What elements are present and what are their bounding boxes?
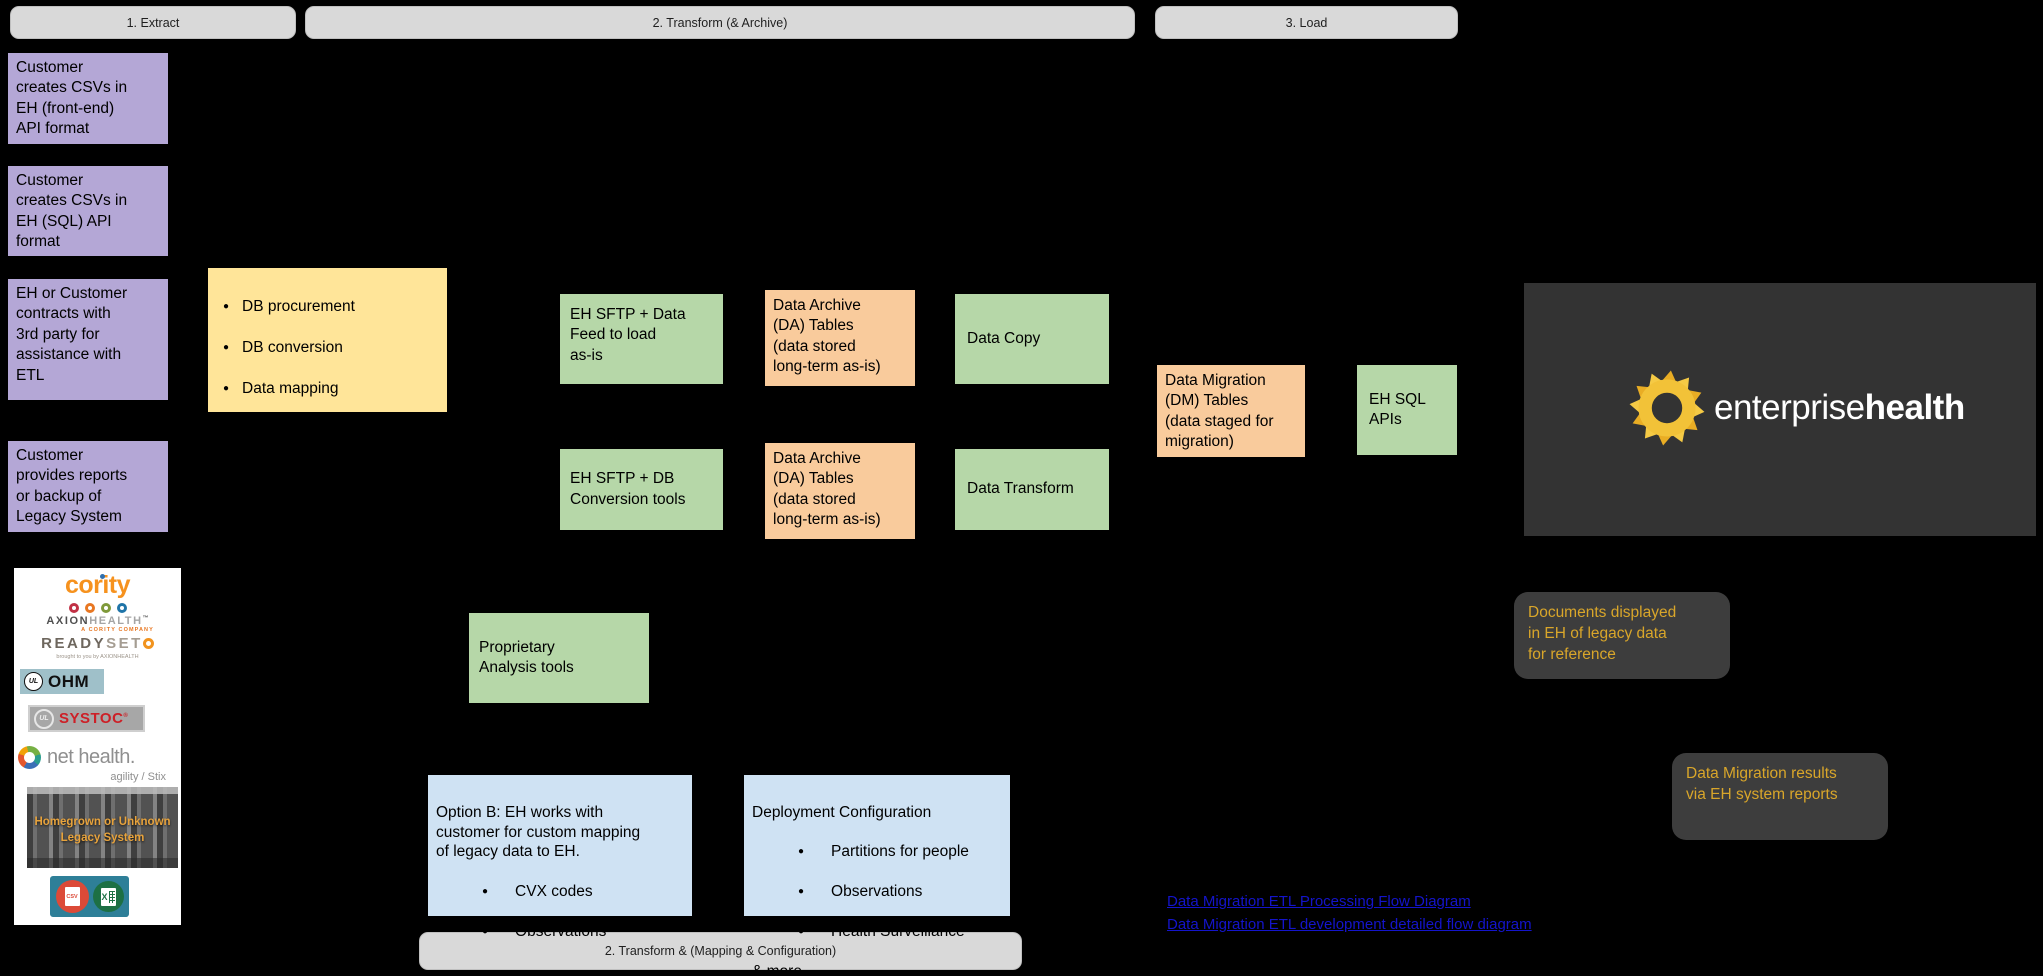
list-item-label: Health Surveillance xyxy=(831,923,965,941)
list-item: Health Surveillance xyxy=(752,922,1002,942)
net-health-sub-brand: agility / Stix xyxy=(110,771,166,783)
phase-header-transform-archive: 2. Transform (& Archive) xyxy=(305,6,1135,39)
list-item-label: Observations xyxy=(831,883,923,901)
list-item: Data validation assistance xyxy=(216,461,439,502)
readyset-logo: READYSET xyxy=(14,635,181,652)
ul-mark-icon: UL xyxy=(34,708,54,729)
cority-logo: cority xyxy=(64,571,131,599)
list-item-label: Observations xyxy=(515,922,607,940)
archive-box-da-tables-1: Data Archive (DA) Tables (data stored lo… xyxy=(765,290,915,386)
list-item-label: Data transform xyxy=(242,421,345,439)
list-item: DB conversion xyxy=(216,338,439,358)
option-b-text: Option B: EH works with customer for cus… xyxy=(436,803,641,861)
list-item: Partitions for people xyxy=(752,842,1002,862)
net-health-text: net health. xyxy=(47,746,135,768)
health-text: HEALTH xyxy=(89,615,143,627)
mapping-box-deployment-config: Deployment Configuration Partitions for … xyxy=(744,775,1010,976)
list-item: DB procurement xyxy=(216,297,439,317)
enterprise-health-wordmark: enterprisehealth xyxy=(1714,388,1965,428)
enterprise-health-logo: enterprisehealth xyxy=(1628,369,1965,447)
mapping-box-option-b: Option B: EH works with customer for cus… xyxy=(428,775,692,940)
axion-health-dots-icon xyxy=(28,603,168,613)
deployment-config-footer: & more xyxy=(752,962,802,976)
list-item: Data mapping xyxy=(216,379,439,399)
enterprise-health-panel: enterprisehealth xyxy=(1524,283,2036,536)
transform-box-sftp-feed: EH SFTP + Data Feed to load as-is xyxy=(560,294,723,384)
readyset-target-icon xyxy=(142,638,154,649)
etl-services-note: DB procurement DB conversion Data mappin… xyxy=(208,268,447,500)
ul-mark-icon: UL xyxy=(24,672,43,691)
axion-text: AXION xyxy=(46,615,90,627)
set-text: SET xyxy=(106,635,143,652)
file-formats-block: CSV X xyxy=(50,876,129,917)
cority-i-dot-icon xyxy=(100,574,105,579)
list-item: Observations xyxy=(752,882,1002,902)
list-item-label: DB conversion xyxy=(242,339,343,357)
load-box-sql-apis: EH SQL APIs xyxy=(1357,365,1457,455)
extract-box-third-party: EH or Customer contracts with 3rd party … xyxy=(8,279,168,400)
transform-box-data-transform: Data Transform xyxy=(955,449,1109,530)
note-documents-displayed: Documents displayed in EH of legacy data… xyxy=(1514,592,1730,679)
note-migration-results: Data Migration results via EH system rep… xyxy=(1672,753,1888,840)
link-etl-processing-flow-diagram[interactable]: Data Migration ETL Processing Flow Diagr… xyxy=(1167,893,1471,910)
axion-tagline: A CORITY COMPANY xyxy=(81,627,154,633)
readyset-tagline: brought to you by AXIONHEALTH xyxy=(56,654,139,660)
list-item: Observations xyxy=(436,922,684,942)
systoc-text: SYSTOC® xyxy=(59,710,129,727)
deployment-config-title: Deployment Configuration xyxy=(752,803,932,821)
transform-box-sftp-db: EH SFTP + DB Conversion tools xyxy=(560,449,723,530)
legacy-systems-panel: cority AXIONHEALTH™ A CORITY COMPANY REA… xyxy=(14,568,181,925)
extract-box-csv-frontend: Customer creates CSVs in EH (front-end) … xyxy=(8,53,168,144)
excel-file-icon: X xyxy=(92,881,124,912)
trademark-symbol: ™ xyxy=(142,615,149,622)
list-item-label: Partitions for people xyxy=(831,843,969,861)
link-etl-development-detailed-flow-diagram[interactable]: Data Migration ETL development detailed … xyxy=(1167,916,1532,933)
registered-symbol: ® xyxy=(123,713,129,719)
legacy-system-photo: Homegrown or Unknown Legacy System xyxy=(27,787,178,868)
legacy-system-caption: Homegrown or Unknown Legacy System xyxy=(34,816,171,844)
axion-health-logo: AXIONHEALTH™ xyxy=(14,615,181,627)
list-item-label: DB procurement xyxy=(242,298,355,316)
extract-box-reports-backup: Customer provides reports or backup of L… xyxy=(8,441,168,532)
phase-header-extract: 1. Extract xyxy=(10,6,296,39)
brand-health: health xyxy=(1864,388,1966,427)
brand-enterprise: enterprise xyxy=(1714,388,1865,427)
phase-header-load: 3. Load xyxy=(1155,6,1458,39)
load-box-dm-tables: Data Migration (DM) Tables (data staged … xyxy=(1157,365,1305,457)
list-item-label: Data validation assistance xyxy=(242,462,345,500)
ohm-text: OHM xyxy=(48,671,90,691)
list-item-label: CVX codes xyxy=(515,883,593,901)
archive-box-da-tables-2: Data Archive (DA) Tables (data stored lo… xyxy=(765,443,915,539)
extract-box-csv-sql: Customer creates CSVs in EH (SQL) API fo… xyxy=(8,166,168,256)
ohm-logo: UL OHM xyxy=(20,669,104,694)
systoc-logo: UL SYSTOC® xyxy=(28,705,145,732)
list-item-label: Data mapping xyxy=(242,380,339,398)
ready-text: READY xyxy=(41,635,107,652)
enterprise-health-sun-icon xyxy=(1629,370,1705,446)
list-item: Data transform xyxy=(216,420,439,440)
transform-box-data-copy: Data Copy xyxy=(955,294,1109,384)
transform-box-proprietary-analysis: Proprietary Analysis tools xyxy=(469,613,649,703)
net-health-logo: net health. xyxy=(18,746,135,769)
net-health-ring-icon xyxy=(18,746,41,769)
csv-file-icon: CSV xyxy=(55,880,89,913)
list-item: CVX codes xyxy=(436,882,684,902)
